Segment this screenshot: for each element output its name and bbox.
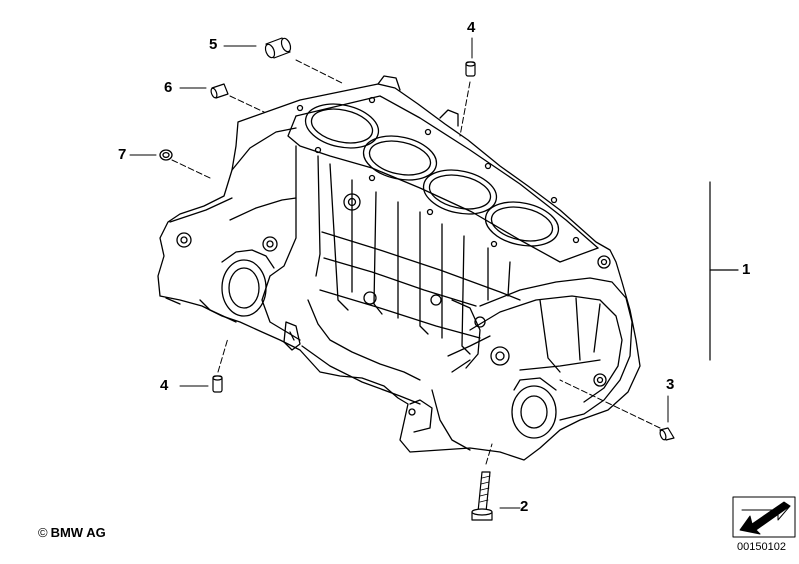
orientation-arrow-icon — [732, 496, 796, 538]
cylinder-bores — [296, 96, 580, 248]
part-5-sleeve — [264, 37, 292, 59]
callout-3: 3 — [666, 376, 675, 393]
copyright-notice: ©BMW AG — [38, 525, 106, 540]
part-4-dowel-bottom — [212, 375, 223, 393]
callout-4-bottom: 4 — [160, 377, 169, 394]
part-4-dowel-top — [465, 61, 476, 77]
callout-7: 7 — [118, 146, 127, 163]
callout-6: 6 — [164, 79, 173, 96]
part-7-ring — [159, 149, 173, 161]
part-2-bolt — [471, 471, 493, 521]
callout-2: 2 — [520, 498, 529, 515]
callout-1: 1 — [742, 261, 751, 278]
callout-5: 5 — [209, 36, 218, 53]
engine-block — [157, 75, 641, 461]
diagram-number: 00150102 — [737, 541, 786, 553]
callout-4-top: 4 — [467, 19, 476, 36]
part-6-dowel-pin — [210, 83, 229, 99]
leader-lines — [129, 37, 669, 509]
copyright-symbol: © — [38, 525, 48, 540]
copyright-text: BMW AG — [50, 525, 106, 540]
part-1-bracket — [709, 181, 739, 361]
part-3-pin — [659, 427, 675, 441]
